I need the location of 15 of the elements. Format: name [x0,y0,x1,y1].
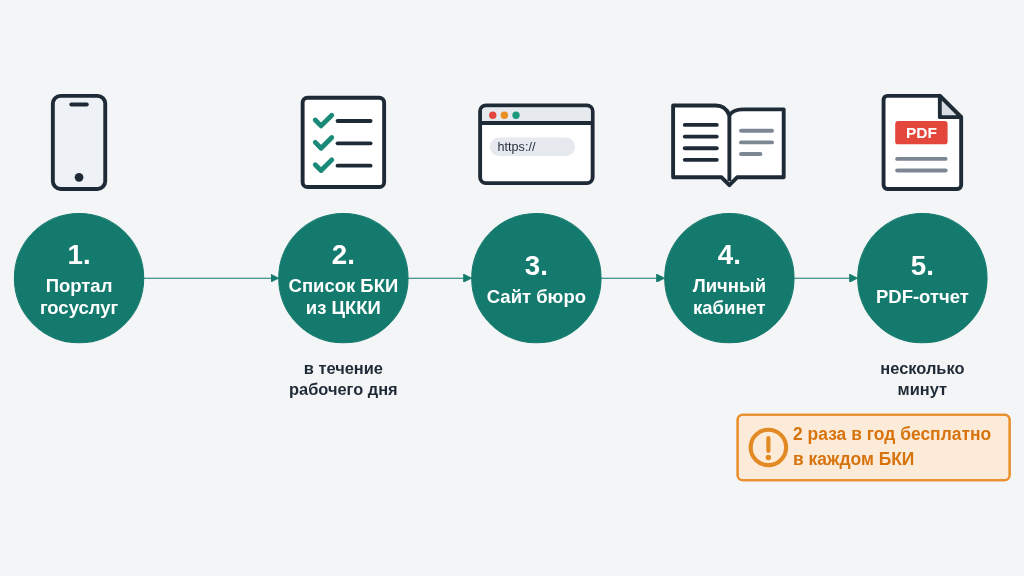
step-title: Портал госуслуг [39,275,119,319]
note-text: 2 раза в год бесплатно в каждом БКИ [793,424,992,469]
step-number: 2. [331,239,355,271]
url-text: https:// [497,139,536,154]
step-number: 5. [910,250,934,282]
step-number: 3. [524,250,548,282]
step-title: Личный кабинет [692,275,767,319]
step-number: 4. [717,239,741,271]
caption-text: в течение рабочего дня [289,358,398,399]
step-title: Список БКИ из ЦККИ [288,275,399,319]
step-title: Сайт бюро [486,286,586,307]
caption-text: несколько минут [880,358,965,399]
file-type-text: PDF [905,124,937,142]
step-number: 1. [67,239,91,271]
step-title: PDF-отчет [875,286,969,307]
